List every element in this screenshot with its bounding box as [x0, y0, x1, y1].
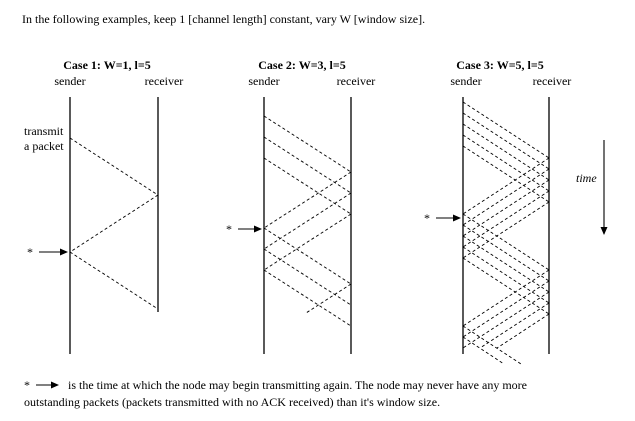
packet-line	[263, 227, 352, 285]
case-2-title: Case 2: W=3, l=5	[258, 58, 345, 72]
case-3-packets	[462, 101, 550, 365]
ack-line	[479, 302, 550, 349]
ack-line	[496, 313, 550, 349]
packet-line	[462, 101, 550, 159]
transmit-label-line1: transmit	[24, 124, 64, 138]
case-1-title: Case 1: W=1, l=5	[63, 58, 150, 72]
time-label: time	[576, 171, 597, 185]
case-2-packets	[263, 115, 352, 327]
ack-line	[263, 192, 352, 250]
transmit-label-line2: a packet	[24, 139, 64, 153]
packet-line	[462, 235, 550, 293]
packet-line	[263, 248, 352, 306]
ack-line	[69, 194, 159, 253]
case-3-marker: *	[424, 211, 430, 225]
packet-line	[462, 213, 550, 271]
footnote-line-1: is the time at which the node may begin …	[68, 378, 527, 392]
packet-line	[69, 251, 159, 310]
ack-line	[462, 168, 550, 226]
packet-line	[462, 257, 550, 315]
footnote-line-2: outstanding packets (packets transmitted…	[24, 395, 440, 409]
case-1-receiver-label: receiver	[145, 74, 184, 88]
ack-line	[305, 283, 352, 314]
case-3-receiver-label: receiver	[533, 74, 572, 88]
ack-line	[462, 157, 550, 215]
packet-line	[263, 136, 352, 194]
packet-line	[462, 123, 550, 181]
case-1: Case 1: W=1, l=5 sender receiver transmi…	[24, 58, 183, 354]
case-2-sender-label: sender	[248, 74, 279, 88]
case-3-title: Case 3: W=5, l=5	[456, 58, 543, 72]
case-2: Case 2: W=3, l=5 sender receiver *	[226, 58, 375, 354]
case-1-sender-label: sender	[54, 74, 85, 88]
packet-line	[263, 157, 352, 215]
footnote-marker: *	[24, 378, 30, 392]
ack-line	[462, 291, 550, 349]
ack-line	[462, 269, 550, 327]
packet-line	[462, 145, 550, 203]
ack-line	[462, 201, 550, 259]
ack-line	[263, 213, 352, 271]
ack-line	[462, 179, 550, 237]
packet-line	[263, 115, 352, 173]
packet-line	[462, 112, 550, 170]
case-3: Case 3: W=5, l=5 sender receiver	[424, 58, 572, 365]
case-2-receiver-label: receiver	[337, 74, 376, 88]
packet-line	[462, 246, 550, 304]
packet-line	[69, 137, 159, 196]
case-3-sender-label: sender	[450, 74, 481, 88]
ack-line	[462, 190, 550, 248]
packet-line	[263, 269, 352, 327]
packet-line	[462, 336, 505, 365]
case-2-marker: *	[226, 222, 232, 236]
ack-line	[263, 171, 352, 229]
case-1-marker: *	[27, 245, 33, 259]
intro-text: In the following examples, keep 1 [chann…	[22, 12, 425, 26]
case-1-packets	[69, 137, 159, 310]
packet-line	[462, 134, 550, 192]
packet-line	[462, 224, 550, 282]
packet-line	[462, 325, 522, 365]
ack-line	[462, 280, 550, 338]
